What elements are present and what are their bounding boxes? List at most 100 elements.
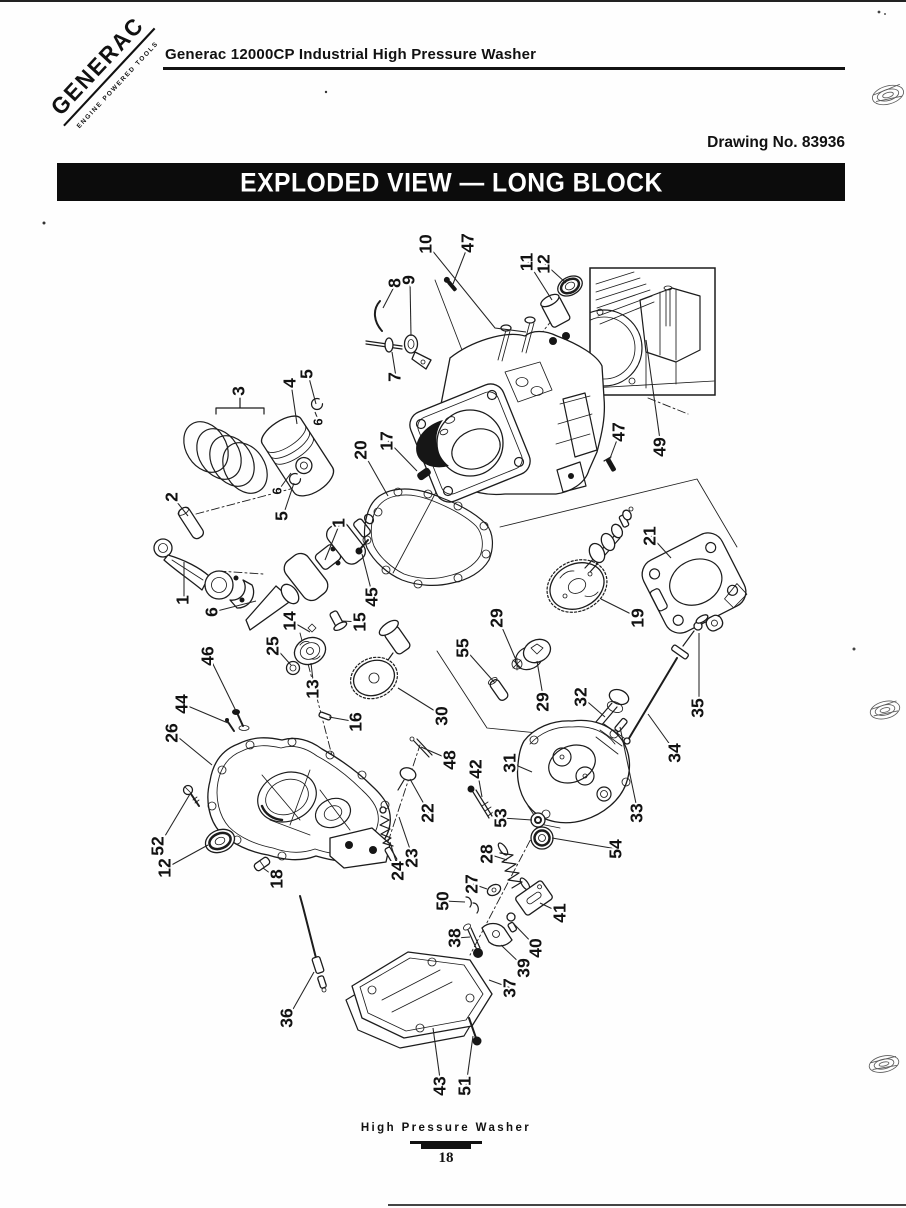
leader-line-25 xyxy=(273,645,292,666)
valve-train-parts xyxy=(409,736,554,958)
cylinder-block xyxy=(409,276,616,503)
leader-line-2 xyxy=(172,496,189,517)
pin-16 xyxy=(318,711,332,721)
leader-line-23 xyxy=(398,816,414,859)
piston-ring-set xyxy=(183,397,268,494)
valve-cover-assembly xyxy=(345,951,493,1049)
part-number-12: 12 xyxy=(534,254,554,274)
part-number-11: 11 xyxy=(517,252,537,271)
part-number-34: 34 xyxy=(665,743,685,763)
section-banner-label: EXPLODED VIEW — LONG BLOCK xyxy=(239,165,663,198)
part-number-8: 8 xyxy=(385,278,405,288)
leader-line-6 xyxy=(277,472,292,492)
page-header-title: Generac 12000CP Industrial High Pressure… xyxy=(165,46,537,63)
oil-fill-assembly xyxy=(365,300,432,370)
crankcase-inset xyxy=(589,267,716,396)
part-number-50: 50 xyxy=(433,891,453,911)
part-number-2: 2 xyxy=(162,492,182,502)
leader-line-37 xyxy=(488,979,512,989)
crankcase-gasket xyxy=(362,487,493,589)
part-number-10: 10 xyxy=(416,234,436,254)
rocker-arm-39 xyxy=(481,922,513,947)
leader-line-32 xyxy=(581,696,606,718)
leader-line-50 xyxy=(443,900,466,903)
section-banner: EXPLODED VIEW — LONG BLOCK xyxy=(57,163,845,201)
page-curl-mark xyxy=(869,700,901,720)
footer-title: High Pressure Washer xyxy=(360,1122,532,1134)
part-number-6: 6 xyxy=(202,607,222,617)
header-rule xyxy=(163,67,845,70)
bushing-and-bearing xyxy=(540,275,583,328)
leader-line-36 xyxy=(287,971,315,1019)
leader-line-21 xyxy=(650,535,672,559)
leader-line-6 xyxy=(314,411,320,423)
leader-line-19 xyxy=(600,598,640,619)
ring-53 xyxy=(530,812,546,828)
leader-line-15 xyxy=(341,620,362,623)
part-number-21: 21 xyxy=(640,526,660,546)
part-number-25: 25 xyxy=(263,636,283,656)
leader-line-8 xyxy=(382,282,397,309)
drawing-number: Drawing No. 83936 xyxy=(707,134,845,151)
leader-line-39 xyxy=(500,944,526,969)
leader-line-47 xyxy=(608,431,621,462)
part-number-5: 5 xyxy=(272,511,292,521)
part-number-39: 39 xyxy=(514,958,534,978)
part-number-32: 32 xyxy=(571,687,591,707)
leader-line-40 xyxy=(512,922,538,949)
leader-line-30 xyxy=(397,687,444,717)
footer-rule-thick xyxy=(421,1144,471,1149)
leader-line-18 xyxy=(262,867,279,880)
leader-line-17 xyxy=(387,440,418,472)
oil-pan xyxy=(182,709,391,872)
leader-line-29 xyxy=(497,617,517,661)
leader-line-24 xyxy=(389,841,400,872)
leader-line-34 xyxy=(647,713,677,754)
piston xyxy=(260,397,335,497)
spool-15 xyxy=(329,610,348,632)
leader-line-12 xyxy=(165,844,209,869)
head-gasket xyxy=(641,532,748,634)
leader-line-51 xyxy=(465,1035,474,1087)
part-number-24: 24 xyxy=(388,861,408,881)
screw-52 xyxy=(182,784,200,807)
part-number-44: 44 xyxy=(172,694,192,714)
page-number: 18 xyxy=(438,1150,454,1166)
leader-line-49 xyxy=(645,339,662,448)
part-number-55: 55 xyxy=(453,638,473,658)
clip-14 xyxy=(307,623,317,633)
part-number-36: 36 xyxy=(277,1008,297,1028)
page-curl-mark xyxy=(868,1055,900,1073)
valve-cover-37 xyxy=(351,951,493,1039)
leader-line-26 xyxy=(172,732,213,766)
part-number-7: 7 xyxy=(385,372,405,382)
rod-bolt-45 xyxy=(355,539,369,555)
part-number-16: 16 xyxy=(346,712,366,732)
cap-22 xyxy=(399,767,417,781)
piston-pin xyxy=(177,506,205,540)
leader-line-6 xyxy=(212,600,257,613)
spring-23 xyxy=(379,815,394,847)
dowel-18 xyxy=(253,856,271,872)
dowel-pin-17 xyxy=(417,467,431,481)
dipstick-assembly xyxy=(379,767,417,864)
bolt-46 xyxy=(232,709,250,731)
part-number-41: 41 xyxy=(550,903,570,923)
part-number-9: 9 xyxy=(399,275,419,285)
leader-line-47 xyxy=(452,242,470,285)
pin-44 xyxy=(225,718,235,732)
part-number-53: 53 xyxy=(491,808,511,828)
part-number-1: 1 xyxy=(329,518,349,528)
part-number-6: 6 xyxy=(310,418,325,425)
leader-line-31 xyxy=(510,762,533,773)
part-number-13: 13 xyxy=(303,679,323,699)
screw-47 xyxy=(443,276,457,292)
leader-line-1 xyxy=(324,522,341,561)
part-number-31: 31 xyxy=(500,753,520,773)
leader-line-5 xyxy=(282,482,295,517)
bolt-38 xyxy=(462,923,483,958)
leader-line-53 xyxy=(501,817,533,821)
part-number-38: 38 xyxy=(445,928,465,948)
